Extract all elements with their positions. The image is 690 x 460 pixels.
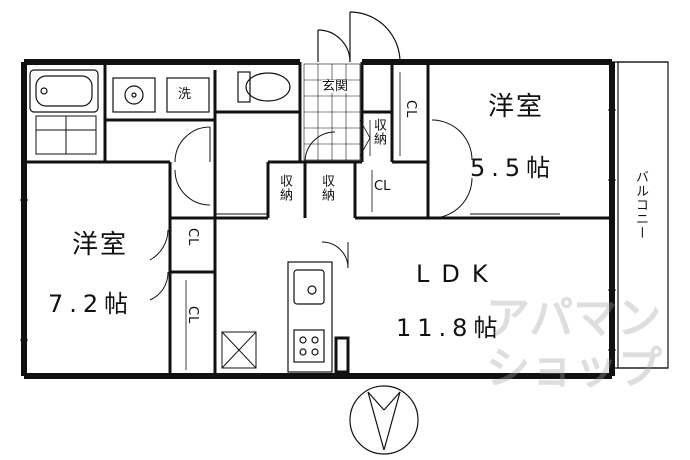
room-size-western-a: 5.5帖 (470, 154, 557, 182)
storage-label-entrance: 収納 (371, 118, 386, 146)
shower-area (35, 115, 97, 155)
appliance-box (221, 331, 257, 369)
entrance-label: 玄関 (322, 79, 349, 94)
toilet-icon (237, 71, 291, 103)
watermark-line1: アパマン (486, 293, 662, 344)
interior-walls (24, 62, 612, 376)
closet-label-top: CL (403, 100, 418, 119)
room-name-western-a: 洋室 (488, 92, 545, 122)
balcony-outline (612, 61, 669, 369)
closet-label-hall: CL (374, 179, 391, 194)
room-size-western-b: 7.2帖 (48, 290, 135, 318)
room-name-ldk: LDK (416, 260, 500, 288)
washbasin-icon (112, 77, 156, 113)
washer-label: 洗 (178, 87, 192, 102)
compass-icon (349, 385, 419, 455)
closet-label-room-b-lower: CL (185, 306, 200, 325)
interior-doors (149, 119, 473, 301)
storage-label-hall-right: 収納 (319, 174, 334, 202)
closet-label-room-b-upper: CL (185, 228, 200, 247)
closet-details (185, 72, 401, 370)
room-size-ldk: 11.8帖 (396, 314, 504, 342)
windows (20, 109, 616, 351)
room-name-western-b: 洋室 (72, 230, 129, 260)
entrance-door (317, 11, 401, 63)
watermark-line2: ショップ (486, 343, 662, 394)
balcony-label: バルコニー (633, 170, 648, 240)
washer-box (166, 77, 210, 113)
storage-label-hall-left: 収納 (277, 174, 292, 202)
kitchen-counter (287, 261, 350, 374)
bathtub-icon (29, 69, 99, 113)
